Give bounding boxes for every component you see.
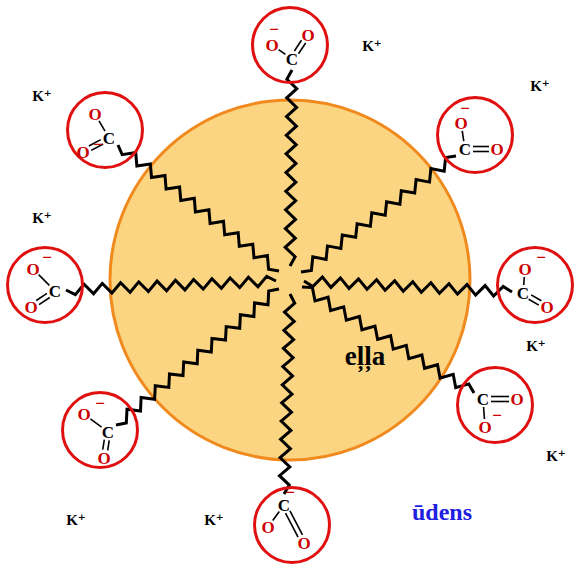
head-circle [250, 5, 330, 85]
charge-sign: − [42, 249, 52, 266]
oxygen-atom: O [88, 106, 101, 123]
potassium-ion: K⁺ [526, 339, 546, 354]
potassium-ion: K⁺ [204, 513, 224, 528]
bond [483, 407, 485, 419]
oil-label: eļļa [345, 343, 386, 370]
alkyl-tail [285, 70, 297, 266]
alkyl-tail [280, 294, 295, 494]
oxygen-atom: O [510, 391, 523, 408]
bond [39, 275, 50, 286]
oxygen-atom: O [24, 299, 37, 316]
carbon-atom: C [278, 497, 290, 514]
carboxylate-head: O−CO [60, 390, 140, 470]
carboxylate-head: O−CO [252, 485, 332, 565]
bond [531, 295, 541, 301]
oxygen-atom: O [540, 299, 553, 316]
bond [290, 511, 303, 535]
alkyl-tail [304, 277, 512, 296]
bond [39, 298, 50, 305]
oxygen-atom: O [261, 519, 274, 536]
charge-sign: − [95, 395, 105, 412]
water-label: ūdens [412, 500, 472, 524]
carbon-atom: C [102, 424, 114, 441]
carboxylate-head: O−CO [455, 365, 535, 445]
oil-core: eļļa [108, 98, 472, 462]
carboxylate-head: O−CO [5, 245, 85, 325]
carboxylate-head: O−CO [495, 245, 575, 325]
bond [90, 419, 101, 427]
alkyl-tail [302, 287, 474, 393]
bond [299, 43, 306, 54]
bond [491, 401, 509, 403]
oxygen-atom: O [77, 406, 90, 423]
bond [279, 50, 286, 55]
alkyl-tail [301, 156, 456, 272]
potassium-ion: K⁺ [546, 449, 566, 464]
oxygen-atom: O [301, 27, 314, 44]
oxygen-atom: O [97, 450, 110, 467]
carbon-atom: C [477, 391, 489, 408]
carbon-atom: C [459, 141, 471, 158]
bond [286, 513, 299, 537]
alkyl-tail [66, 276, 276, 294]
charge-sign: − [536, 249, 546, 266]
oxygen-atom: O [490, 141, 503, 158]
potassium-ion: K⁺ [362, 39, 382, 54]
head-circle [435, 95, 515, 175]
bond [294, 40, 301, 51]
carbon-atom: C [103, 130, 115, 147]
potassium-ion: K⁺ [530, 79, 550, 94]
potassium-ion: K⁺ [32, 211, 52, 226]
bond [103, 440, 105, 450]
charge-sign: − [93, 136, 103, 153]
alkyl-tail [116, 289, 279, 425]
oxygen-atom: O [76, 144, 89, 161]
oxygen-atom: O [265, 37, 278, 54]
charge-sign: − [269, 21, 279, 38]
charge-sign: − [460, 100, 470, 117]
oxygen-atom: O [478, 419, 491, 436]
head-circle [495, 245, 575, 325]
bond [491, 396, 509, 398]
carbon-atom: C [286, 51, 298, 68]
bond [473, 146, 489, 148]
potassium-ion: K⁺ [66, 513, 86, 528]
oxygen-atom: O [518, 261, 531, 278]
carbon-atom: C [49, 283, 61, 300]
oil-circle [108, 98, 472, 462]
alkyl-tail [118, 145, 279, 271]
carboxylate-head: O−CO [65, 90, 145, 170]
carboxylate-head: O−CO [250, 5, 330, 85]
charge-sign: − [492, 407, 502, 424]
carboxylate-head: O−CO [435, 95, 515, 175]
oxygen-atom: O [454, 115, 467, 132]
oxygen-atom: O [26, 261, 39, 278]
potassium-ion: K⁺ [32, 89, 52, 104]
bond [473, 151, 489, 153]
bond [529, 299, 539, 305]
carbon-atom: C [517, 285, 529, 302]
oxygen-atom: O [297, 535, 310, 552]
bond [36, 293, 47, 300]
